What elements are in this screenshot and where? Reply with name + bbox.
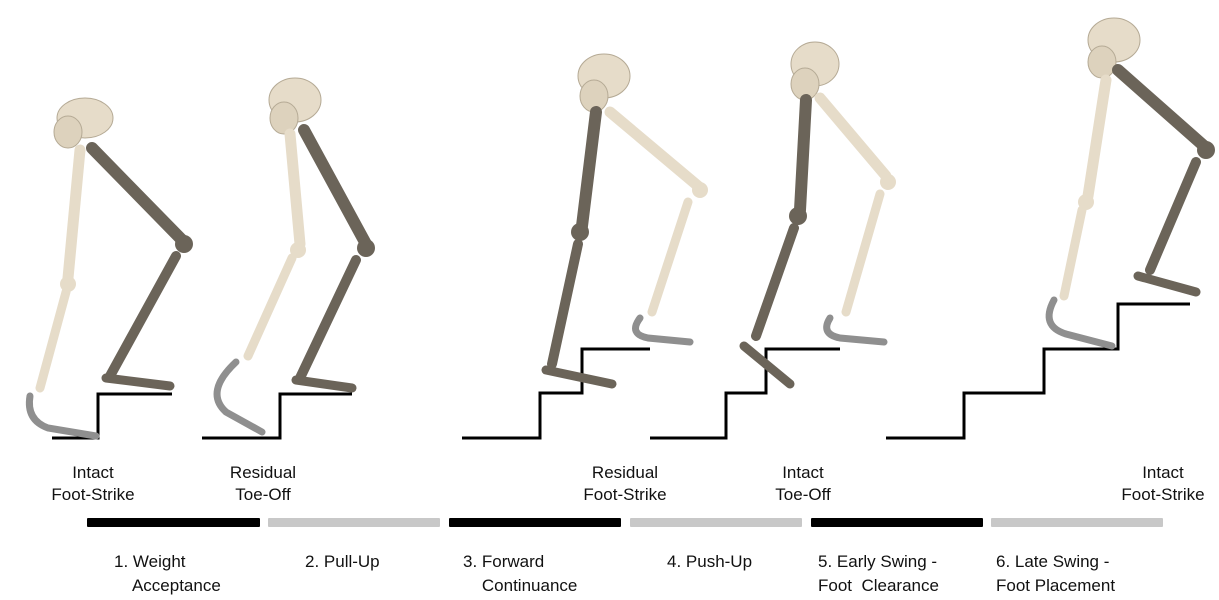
residual-knee [175, 235, 193, 253]
phase-bar-forward-continuance [449, 518, 621, 527]
residual-knee [571, 223, 589, 241]
event-label-residual-foot-strike: Residual Foot-Strike [567, 462, 683, 506]
pelvis-wing [54, 116, 82, 148]
pelvis-wing [1088, 46, 1116, 78]
intact-tibia [652, 202, 688, 312]
prosthetic-foot [29, 396, 96, 436]
event-label-intact-toe-off: Intact Toe-Off [748, 462, 858, 506]
skeleton-pose-4 [744, 42, 896, 384]
intact-femur [68, 150, 80, 278]
phase-bar-early-swing [811, 518, 983, 527]
intact-tibia [248, 258, 292, 356]
intact-knee [692, 182, 708, 198]
prosthetic-foot [827, 318, 884, 342]
pelvis-wing [270, 102, 298, 134]
residual-tibia [110, 256, 176, 376]
residual-knee [1197, 141, 1215, 159]
residual-knee [789, 207, 807, 225]
event-label-intact-foot-strike: Intact Foot-Strike [38, 462, 148, 506]
skeleton-pose-1 [29, 98, 193, 436]
residual-tibia [756, 228, 794, 336]
intact-tibia [40, 292, 66, 388]
intact-femur [1088, 80, 1106, 196]
intact-femur [820, 98, 886, 176]
stair-2 [202, 394, 352, 438]
residual-foot [1138, 276, 1196, 292]
phase-label-early-swing: 5. Early Swing - Foot Clearance [818, 550, 939, 598]
phase-bar-pull-up [268, 518, 440, 527]
residual-tibia [552, 244, 578, 364]
phase-label-late-swing: 6. Late Swing - Foot Placement [996, 550, 1115, 598]
stair-4 [650, 349, 840, 438]
residual-femur [1118, 70, 1204, 146]
phase-label-push-up: 4. Push-Up [667, 550, 752, 574]
phase-label-weight-acceptance: 1. Weight Acceptance [114, 550, 221, 598]
phase-bar-push-up [630, 518, 802, 527]
residual-foot [546, 370, 612, 384]
phase-bar-late-swing [991, 518, 1163, 527]
phase-label-pull-up: 2. Pull-Up [305, 550, 380, 574]
residual-femur [92, 148, 182, 240]
residual-tibia [1150, 162, 1196, 270]
residual-femur [582, 112, 596, 226]
skeleton-pose-3 [546, 54, 708, 384]
stairs [52, 304, 1190, 438]
prosthetic-foot [1049, 300, 1112, 346]
phase-bar-weight-acceptance [87, 518, 260, 527]
intact-femur [290, 134, 300, 244]
event-label-intact-foot-strike-end: Intact Foot-Strike [1108, 462, 1218, 506]
intact-femur [610, 112, 698, 186]
prosthetic-foot [217, 362, 262, 432]
skeleton-pose-5 [1049, 18, 1215, 346]
intact-tibia [846, 194, 880, 312]
residual-foot [296, 380, 352, 388]
residual-knee [357, 239, 375, 257]
residual-femur [800, 100, 806, 210]
skeleton-pose-2 [217, 78, 375, 432]
residual-femur [304, 130, 366, 244]
residual-tibia [300, 260, 356, 378]
intact-tibia [1064, 210, 1082, 296]
stair-5 [886, 304, 1190, 438]
intact-knee [880, 174, 896, 190]
residual-foot [106, 378, 170, 386]
phase-label-forward-continuance: 3. Forward Continuance [463, 550, 577, 598]
prosthetic-foot [636, 318, 691, 342]
event-label-residual-toe-off: Residual Toe-Off [208, 462, 318, 506]
